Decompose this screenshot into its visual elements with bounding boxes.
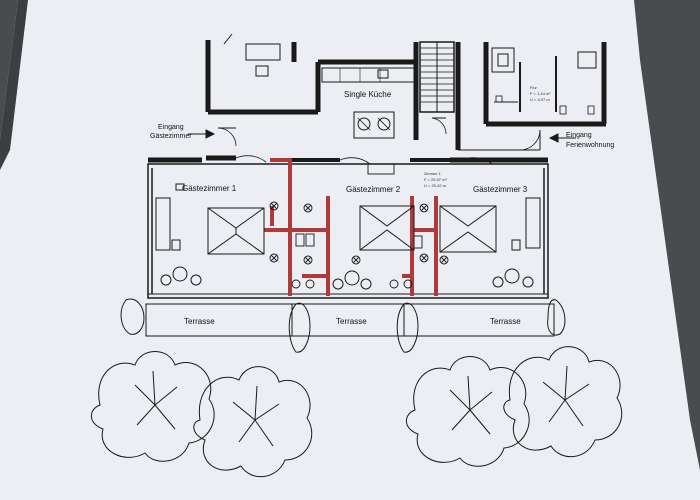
kitchen-label: Single Küche [344,90,392,99]
kitchen-room [318,42,447,140]
trees [90,346,623,478]
terrace-label-2: Terrasse [336,317,367,326]
flat-hall-perimeter: U = 4,97 m [530,97,550,102]
guest-wing-walls [147,155,549,299]
guest-room-1-label: Gästezimmer 1 [182,184,237,193]
guest-entrance-label-line2: Gästezimmer [150,133,192,140]
bathroom-fixtures [269,163,449,289]
room-stats-line1: Zimmer 1 [424,171,441,176]
holiday-flat [458,42,607,151]
terraces [120,298,566,353]
flat-entrance-label-line1: Eingang [566,132,592,139]
guest-entrance-label-line1: Eingang [158,124,184,131]
office-room [205,33,321,115]
terrace-label-1: Terrasse [184,317,215,326]
room-stats-perimeter: U = 29,42 m [424,183,446,188]
room-stats-area: F = 25,97 m² [424,177,447,182]
room-furniture [155,183,541,290]
guest-room-3-label: Gästezimmer 3 [473,185,528,194]
entrance-arrows [188,127,576,147]
guest-room-2-label: Gästezimmer 2 [346,185,401,194]
flat-entrance-label-line2: Ferienwohnung [566,142,615,149]
red-partitions [264,158,438,296]
flat-hall-area: F = 1,44 m² [530,91,551,96]
beds [207,205,497,255]
terrace-label-3: Terrasse [490,317,521,326]
flat-hall-label: Flur [530,85,537,90]
staircase [419,41,461,150]
